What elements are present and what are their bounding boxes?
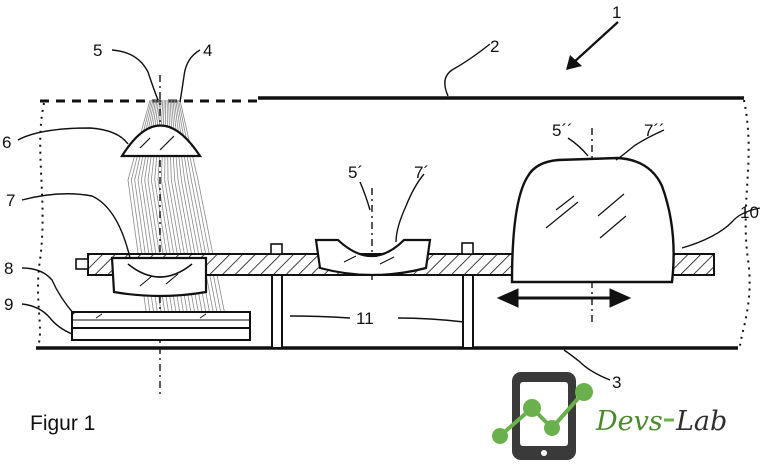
numeral-7-prime: 7´ bbox=[414, 163, 429, 182]
numeral-3: 3 bbox=[612, 373, 621, 392]
numeral-8: 8 bbox=[4, 259, 13, 278]
arrow-1-head bbox=[566, 55, 582, 70]
support-posts-11 bbox=[271, 274, 474, 349]
numeral-5-double-prime: 5´´ bbox=[552, 121, 573, 140]
leader-lines bbox=[17, 21, 761, 381]
numeral-11: 11 bbox=[356, 309, 374, 328]
numeral-2: 2 bbox=[490, 37, 499, 56]
numeral-9: 9 bbox=[4, 295, 13, 314]
numeral-1: 1 bbox=[612, 3, 621, 22]
lens-7-double-prime bbox=[510, 156, 675, 284]
brand-name-right: Lab bbox=[675, 406, 727, 437]
numeral-5-prime: 5´ bbox=[348, 163, 363, 182]
numeral-7-double-prime: 7´´ bbox=[644, 121, 665, 140]
lens-7 bbox=[110, 256, 208, 298]
movement-arrow bbox=[496, 288, 632, 308]
right-break-edge bbox=[739, 99, 751, 347]
housing bbox=[36, 96, 751, 350]
arrow-1-shaft bbox=[572, 21, 619, 64]
phone-molecule-icon bbox=[492, 372, 593, 460]
numeral-7: 7 bbox=[6, 191, 15, 210]
light-ray bbox=[176, 99, 223, 341]
devs-lab-watermark: Devs Lab bbox=[492, 372, 727, 460]
light-ray bbox=[178, 99, 227, 341]
numeral-5: 5 bbox=[93, 41, 102, 60]
sensor-assembly bbox=[71, 311, 251, 341]
light-ray bbox=[175, 99, 219, 341]
numeral-4: 4 bbox=[203, 41, 212, 60]
light-ray bbox=[179, 99, 231, 341]
lens-6 bbox=[120, 124, 203, 158]
reference-numerals: 1 2 5 4 6 7 8 9 10 11 3 5´ 7´ 5´´ 7´´ bbox=[2, 3, 759, 392]
figure-caption: Figur 1 bbox=[30, 412, 95, 435]
numeral-10: 10 bbox=[740, 203, 759, 222]
lens-7-prime bbox=[314, 238, 432, 277]
numeral-6: 6 bbox=[2, 133, 11, 152]
brand-name-left: Devs bbox=[595, 406, 663, 437]
sensor-9 bbox=[71, 327, 251, 341]
